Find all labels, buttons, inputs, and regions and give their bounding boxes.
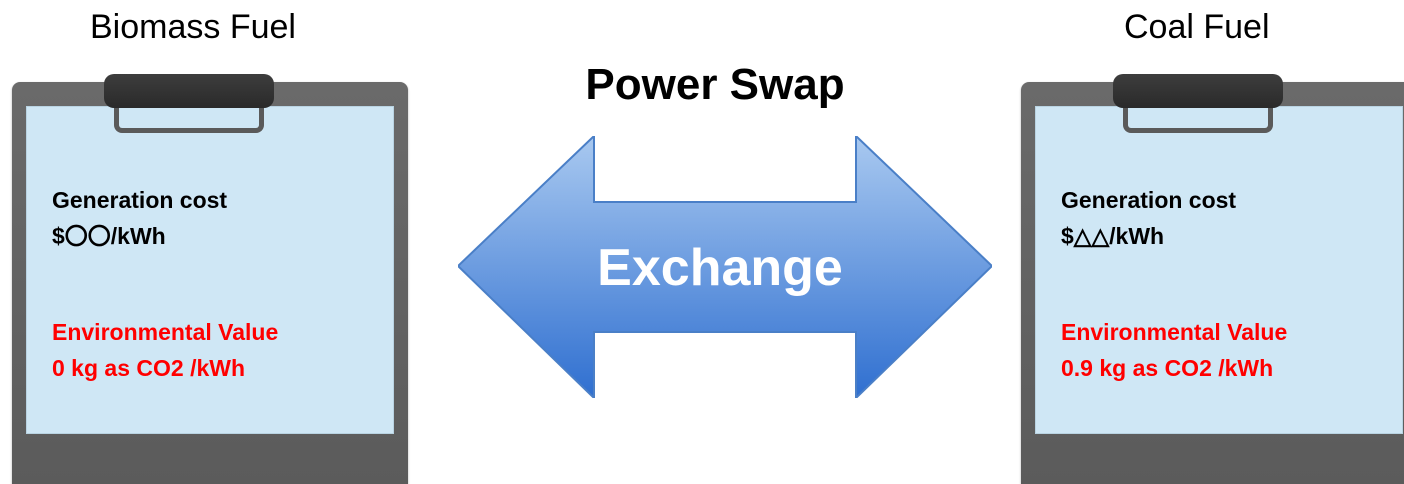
biomass-env-block: Environmental Value 0 kg as CO2 /kWh	[52, 314, 402, 386]
coal-env-block: Environmental Value 0.9 kg as CO2 /kWh	[1061, 314, 1404, 386]
coal-clipboard: Generation cost $△△/kWh Environmental Va…	[1021, 74, 1404, 484]
coal-env-value: 0.9 kg as CO2 /kWh	[1061, 355, 1274, 381]
coal-cost-label: Generation cost	[1061, 187, 1237, 213]
clip-ring-icon	[114, 102, 264, 133]
coal-fuel-title: Coal Fuel	[1124, 8, 1270, 46]
biomass-env-value: 0 kg as CO2 /kWh	[52, 355, 246, 381]
coal-cost-block: Generation cost $△△/kWh	[1061, 182, 1404, 254]
double-arrow-shape	[458, 136, 992, 398]
double-arrow-icon	[458, 136, 992, 398]
clipboard-clip-icon	[1113, 74, 1283, 108]
biomass-fuel-title: Biomass Fuel	[90, 8, 296, 46]
biomass-clipboard: Generation cost $〇〇/kWh Environmental Va…	[12, 74, 408, 484]
power-swap-heading: Power Swap	[585, 60, 845, 109]
coal-paper	[1035, 106, 1403, 434]
coal-env-label: Environmental Value	[1061, 319, 1288, 345]
biomass-env-label: Environmental Value	[52, 319, 279, 345]
clip-ring-icon	[1123, 102, 1273, 133]
biomass-cost-value: $〇〇/kWh	[52, 223, 166, 249]
biomass-cost-block: Generation cost $〇〇/kWh	[52, 182, 402, 254]
coal-cost-value: $△△/kWh	[1061, 223, 1165, 249]
clipboard-clip-icon	[104, 74, 274, 108]
exchange-label: Exchange	[597, 239, 843, 297]
biomass-paper	[26, 106, 394, 434]
biomass-cost-label: Generation cost	[52, 187, 228, 213]
